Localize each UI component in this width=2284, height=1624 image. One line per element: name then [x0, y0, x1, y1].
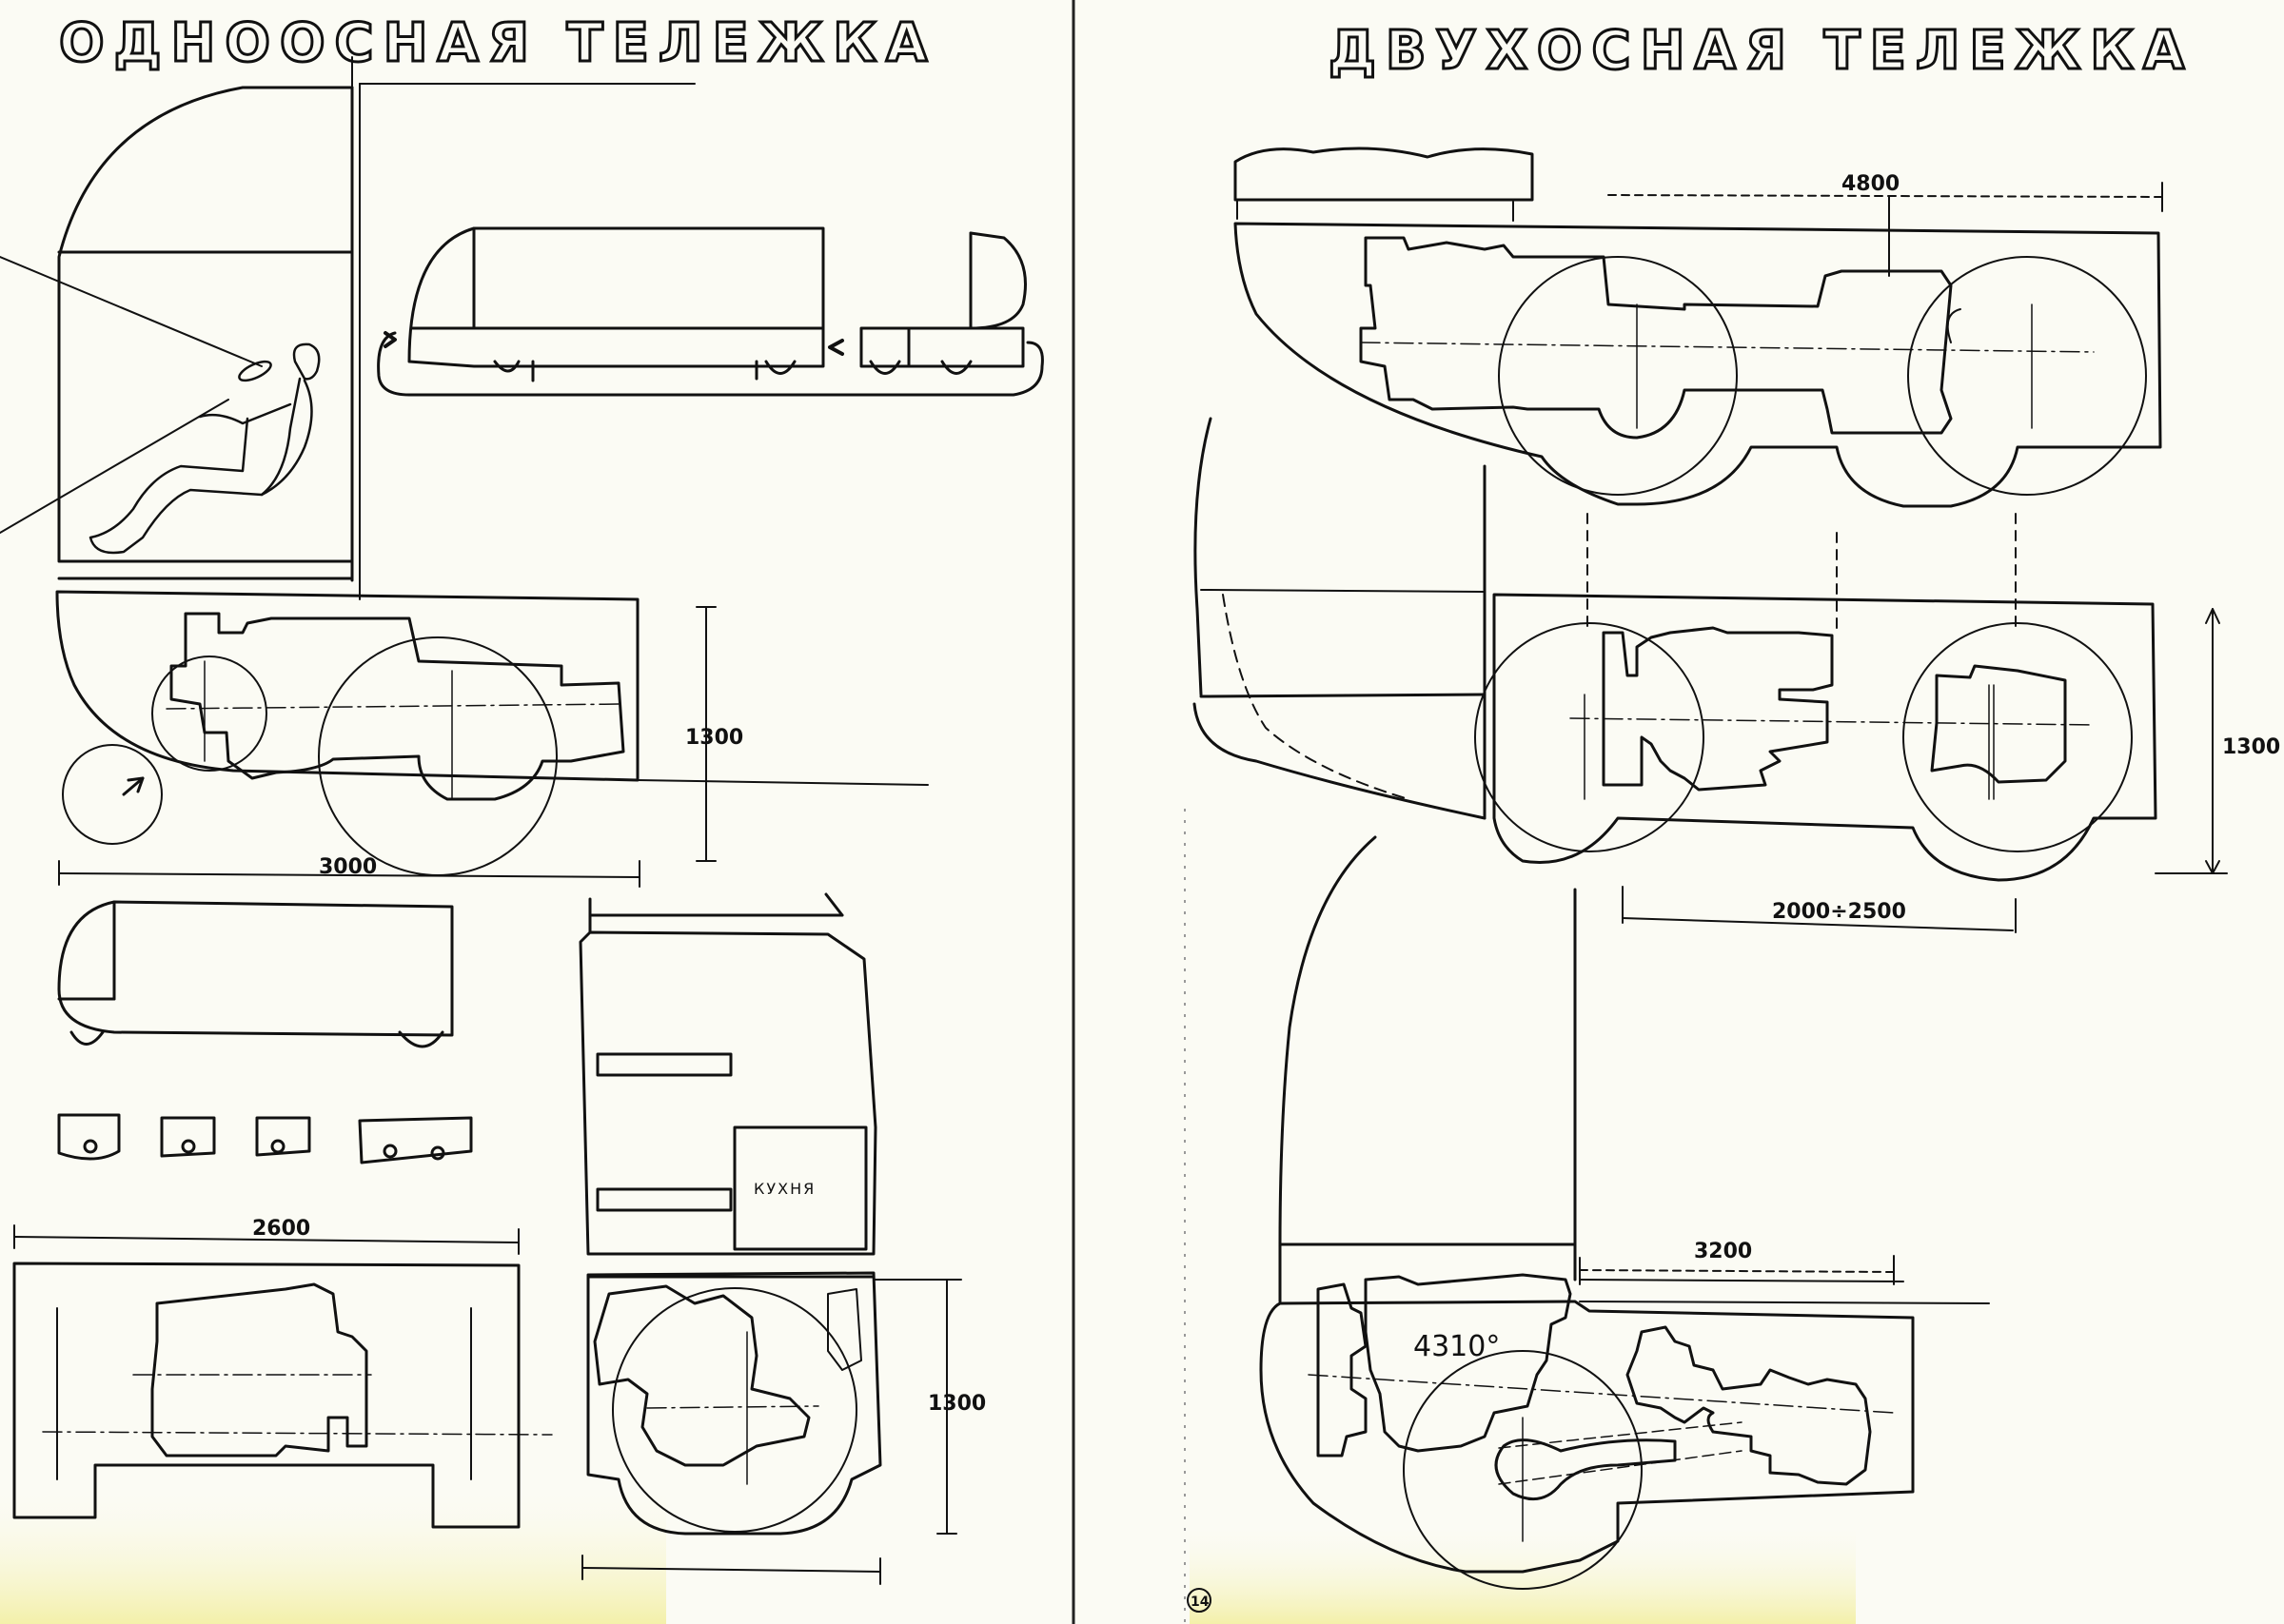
right-page	[1187, 147, 2228, 1613]
trailer-front-view: КУХНЯ	[579, 892, 882, 1536]
dimension-wheelbase	[1586, 513, 2017, 933]
articulated-bus-diagram	[359, 83, 1044, 600]
dim-4800: 4800	[1841, 172, 1900, 196]
kitchen-label: КУХНЯ	[754, 1180, 816, 1198]
trailer-profile-icons	[57, 1113, 473, 1164]
single-axle-trailer-side	[55, 590, 929, 876]
dimension-length-4800	[1607, 182, 2163, 277]
small-bus-side	[57, 900, 454, 1048]
dim-1300-right: 1300	[2222, 735, 2280, 759]
page-number-circle	[1187, 1588, 1211, 1613]
dim-1300-top: 1300	[685, 726, 743, 750]
dim-wheelbase: 2000÷2500	[1772, 900, 1906, 924]
dimension-width-2600	[13, 1224, 520, 1255]
engine-label: 4310°	[1413, 1330, 1500, 1363]
dimension-height-1300-top	[696, 606, 717, 862]
dimension-width-bottom	[581, 1555, 881, 1585]
dimension-length-3000	[58, 860, 640, 888]
page-number: 14	[1191, 1595, 1210, 1610]
left-page-title: ОДНООСНАЯ ТЕЛЕЖКА	[59, 12, 936, 74]
dimension-height-1300-bottom	[873, 1279, 962, 1535]
dimension-length-3200	[1579, 1255, 1895, 1285]
two-axle-trailer-side-top	[1233, 222, 2162, 508]
roof-load	[1233, 147, 1534, 202]
driver-figure	[89, 342, 321, 555]
dim-3200: 3200	[1694, 1240, 1752, 1263]
right-page-title: ДВУХОСНАЯ ТЕЛЕЖКА	[1329, 20, 2194, 82]
dim-1300-bottom: 1300	[928, 1392, 986, 1416]
vehicle-with-trailer-bottom	[1259, 835, 1990, 1590]
dim-2600: 2600	[252, 1217, 310, 1241]
dim-3000: 3000	[319, 855, 377, 879]
left-page: КУХНЯ	[0, 56, 1044, 1585]
paper-stain-left	[0, 1484, 666, 1624]
two-axle-trailer-side-bottom	[1192, 417, 2157, 882]
dimension-height-1300-right	[2155, 608, 2228, 874]
cab-side-view	[0, 56, 354, 582]
trailer-plan-view	[12, 1262, 553, 1529]
